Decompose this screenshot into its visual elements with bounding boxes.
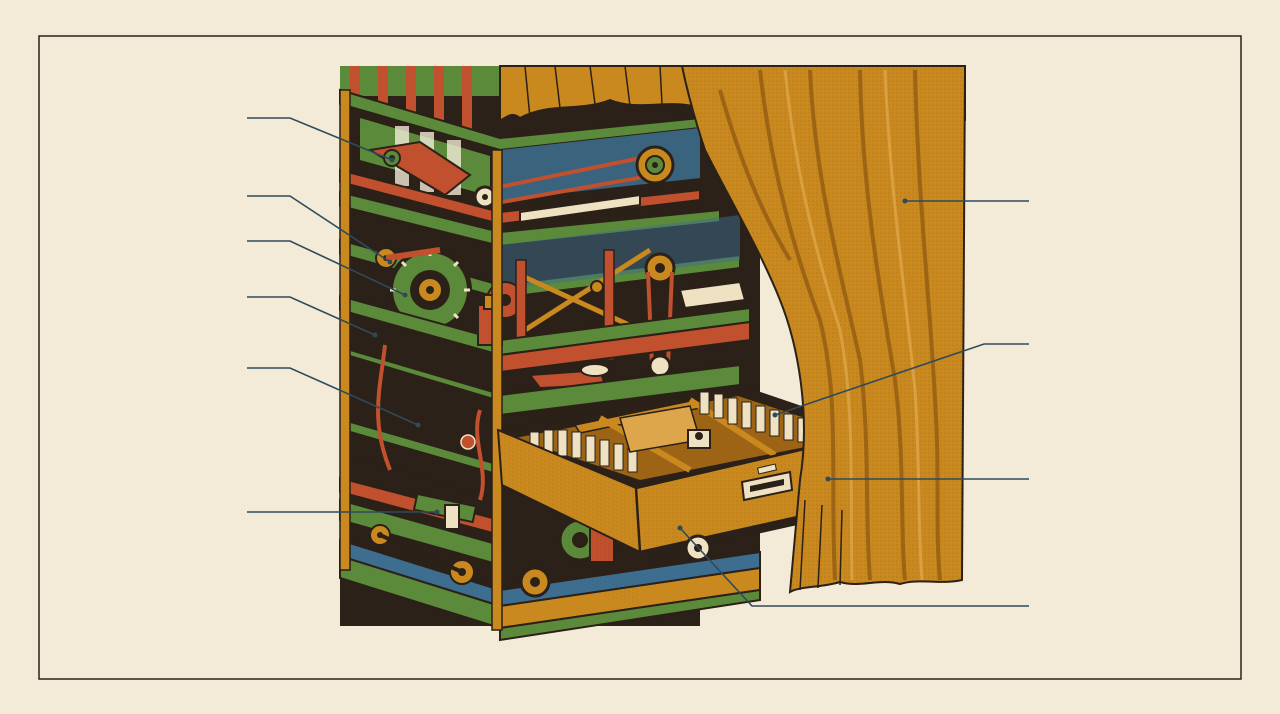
index-cards <box>529 391 808 473</box>
callout-drawer-base <box>679 527 1029 607</box>
drawer-handle <box>740 470 794 502</box>
frame-posts <box>339 89 503 631</box>
figure-frame <box>38 35 1242 680</box>
file-drawer <box>496 385 880 609</box>
callout-lines <box>247 117 1029 607</box>
machine-body <box>339 66 761 642</box>
cross-brace <box>518 247 652 333</box>
callout-anchor-dots <box>372 157 908 531</box>
callout-rocker-linkage <box>247 117 393 161</box>
right-belt-drive <box>644 252 676 378</box>
callout-idler-pulley <box>247 195 391 263</box>
curtain <box>499 65 967 594</box>
idler-pulley <box>375 247 441 269</box>
callout-machine-housing <box>247 367 419 426</box>
main-gear <box>388 248 472 332</box>
callout-index-cards <box>774 343 1029 416</box>
callout-frame-shelf <box>247 296 376 336</box>
callout-main-gear <box>247 240 406 296</box>
curtain-folds <box>718 69 942 581</box>
lower-linkage <box>369 492 478 585</box>
top-belt-drive <box>473 145 675 209</box>
